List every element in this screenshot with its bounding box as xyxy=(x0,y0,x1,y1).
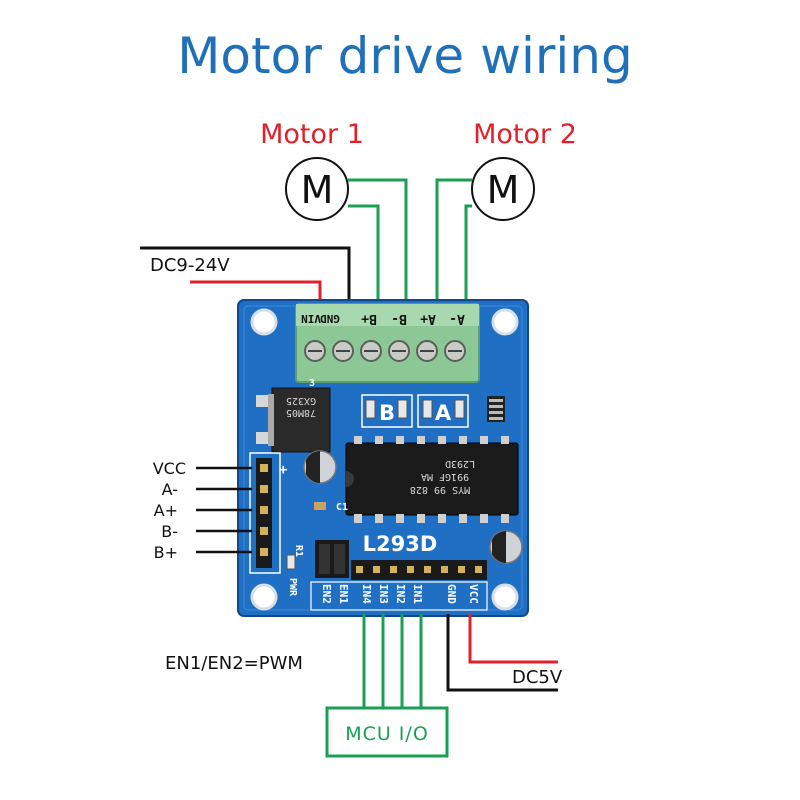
left-pin-b-minus: B- xyxy=(161,522,178,541)
logic-vcc-wire xyxy=(468,614,558,664)
pwm-note: EN1/EN2=PWM xyxy=(165,653,303,674)
pin-label-vcc: VCC xyxy=(467,584,480,604)
left-pin-a-minus: A- xyxy=(162,480,178,499)
motor-1-wire-b-plus xyxy=(348,178,408,302)
motor-wires xyxy=(348,178,472,302)
motor-2-letter: M xyxy=(487,168,520,212)
capacitor-2 xyxy=(489,530,523,564)
output-b-mark: B xyxy=(379,401,395,425)
logic-power-label: DC5V xyxy=(512,667,563,688)
terminal-label-a-plus: A+ xyxy=(420,311,436,326)
pin-label-in2: IN2 xyxy=(394,584,407,604)
capacitor-c1-mark: C1 xyxy=(336,502,348,513)
power-gnd-wire xyxy=(140,246,351,302)
pin-label-in1: IN1 xyxy=(411,584,424,604)
terminal-labels: GND VIN B+ B- A+ A- xyxy=(301,311,465,326)
chip-marking-3: MYS 99 828 xyxy=(410,484,470,495)
left-pin-header: + xyxy=(249,452,287,574)
left-header-wires xyxy=(196,466,252,554)
capacitor-1: C1 xyxy=(303,450,348,513)
power-input-label: DC9-24V xyxy=(150,255,230,276)
mounting-holes xyxy=(250,308,519,611)
pwr-mark: PWR xyxy=(287,578,298,597)
terminal-label-gnd: GND xyxy=(320,312,340,325)
mcu-wires xyxy=(362,614,423,710)
svg-text:+: + xyxy=(279,462,287,478)
terminal-block: GND VIN B+ B- A+ A- xyxy=(295,303,480,383)
output-leds: B A xyxy=(361,394,469,428)
chip-marking-2: 991GF MA xyxy=(421,471,469,482)
motor-2-wire-a-minus xyxy=(464,204,472,302)
pin-label-gnd: GND xyxy=(445,584,458,604)
chip-silkscreen-label: L293D xyxy=(363,532,438,556)
voltage-regulator: 78M05 GX325 xyxy=(256,387,331,453)
mcu-label: MCU I/O xyxy=(345,723,429,745)
logic-gnd-wire xyxy=(446,614,558,692)
terminal-label-b-minus: B- xyxy=(391,311,407,326)
l293d-chip: L293D 991GF MA MYS 99 828 xyxy=(345,436,519,523)
power-led: R1 PWR xyxy=(286,545,304,597)
pin-label-in3: IN3 xyxy=(377,584,390,604)
bottom-pin-labels: EN2 EN1 IN4 IN3 IN2 IN1 GND VCC xyxy=(320,584,480,604)
terminal-label-vin: VIN xyxy=(301,312,321,325)
motor-1-letter: M xyxy=(301,168,334,212)
terminal-label-a-minus: A- xyxy=(449,311,465,326)
resistor-array xyxy=(487,396,505,422)
pin-label-en1: EN1 xyxy=(337,584,350,604)
regulator-marking-1: 78M05 xyxy=(286,407,316,418)
r1-mark: R1 xyxy=(293,545,304,557)
motor-1-label: Motor 1 xyxy=(260,119,364,150)
left-pin-a-plus: A+ xyxy=(154,501,178,520)
pin-label-in4: IN4 xyxy=(360,584,373,604)
mcu-box xyxy=(325,706,449,758)
regulator-marking-2: GX325 xyxy=(286,395,316,406)
motor-2-label: Motor 2 xyxy=(473,119,577,150)
terminal-screws xyxy=(304,340,466,362)
left-pin-vcc: VCC xyxy=(153,459,186,478)
left-header-labels: VCC A- A+ B- B+ xyxy=(153,459,186,562)
terminal-label-b-plus: B+ xyxy=(361,311,377,326)
power-vin-wire xyxy=(190,280,322,302)
left-pin-b-plus: B+ xyxy=(154,543,178,562)
bottom-pin-header: EN2 EN1 IN4 IN3 IN2 IN1 GND VCC xyxy=(310,560,488,611)
driver-board: GND VIN B+ B- A+ A- B A xyxy=(237,299,529,617)
motor-1-symbol: M xyxy=(285,157,349,221)
pin-label-en2: EN2 xyxy=(320,584,333,604)
motor-2-symbol: M xyxy=(471,157,535,221)
output-a-mark: A xyxy=(435,401,452,425)
motor-2-wire-a-plus xyxy=(435,178,472,302)
diagram-title: Motor drive wiring xyxy=(177,27,632,85)
svg-text:3: 3 xyxy=(309,378,315,389)
chip-marking-1: L293D xyxy=(445,458,475,469)
motor-1-wire-b-minus xyxy=(348,204,380,302)
enable-jumpers xyxy=(315,540,349,578)
